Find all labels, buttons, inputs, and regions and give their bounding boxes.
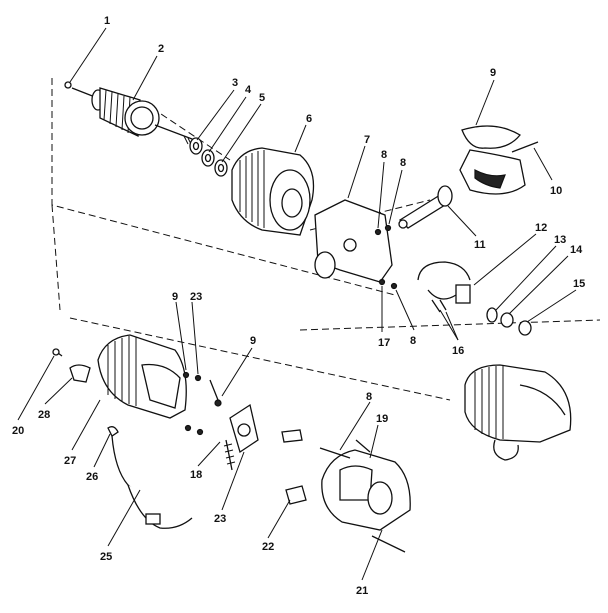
- callout-11: 10: [550, 185, 562, 197]
- part-9-ball-lower-2: [196, 428, 204, 436]
- part-10-guard-cap: [459, 125, 526, 195]
- callout-8b: 17: [378, 337, 390, 349]
- part-7-end-bracket: [314, 199, 393, 283]
- part-3-washer: [189, 137, 203, 155]
- part-17-lead-wires: [431, 299, 447, 313]
- assembly-guide-lines: [51, 78, 601, 401]
- callout-13: 12: [535, 222, 547, 234]
- callout-10: 9: [490, 67, 496, 79]
- part-9-ball-a: [384, 224, 392, 232]
- part-9-ball-b: [390, 282, 398, 290]
- callout-6: 6: [306, 113, 312, 125]
- callout-9: 8: [400, 157, 406, 169]
- part-27-switch-knob: [69, 364, 91, 383]
- part-25-strain-relief: [107, 426, 119, 437]
- part-23-spring-upper: [209, 379, 222, 407]
- callout-9b: 8: [410, 335, 416, 347]
- callout-17: 16: [452, 345, 464, 357]
- part-24-power-cord: [111, 435, 193, 529]
- part-8-ball-a: [374, 228, 382, 236]
- part-14-bushing: [486, 307, 498, 323]
- callout-27: 28: [38, 409, 50, 421]
- part-9-ball-lower: [194, 374, 202, 382]
- callout-8c: 9: [172, 291, 178, 303]
- part-21-brush-holder-a: [281, 429, 303, 443]
- callout-labels: 1 2 3 4 5 6 7 8 8 9 10 11 12 13 14 15 16…: [12, 15, 585, 597]
- part-2-armature: [71, 87, 201, 148]
- callout-8: 8: [381, 149, 387, 161]
- assembled-motor-view: [464, 364, 572, 461]
- part-26-field-housing: [97, 334, 187, 419]
- part-23-spring-lower: [223, 439, 236, 471]
- part-13-switch: [417, 261, 471, 304]
- callout-12: 11: [474, 239, 486, 251]
- part-15-clip: [500, 312, 514, 328]
- callout-16: 15: [573, 278, 585, 290]
- part-12-drive-shaft: [398, 185, 453, 229]
- callout-9c: 23: [190, 291, 202, 303]
- part-4-washer: [201, 149, 215, 167]
- part-8-ball-b: [378, 278, 386, 286]
- part-8-ball-lower-2: [184, 424, 192, 432]
- part-11-screw: [511, 141, 539, 153]
- part-16-washer: [518, 320, 532, 336]
- callout-20: 21: [356, 585, 368, 597]
- part-22-brush-plate: [229, 403, 259, 454]
- part-1-bearing-ball: [64, 81, 72, 89]
- callout-7: 7: [364, 134, 370, 146]
- part-21-brush-holder-b: [285, 485, 307, 505]
- callout-23a: 9: [250, 335, 256, 347]
- callout-22: 23: [214, 513, 226, 525]
- callout-15: 14: [570, 244, 583, 256]
- callout-4: 4: [245, 84, 252, 96]
- callout-14: 13: [554, 234, 566, 246]
- callout-3: 3: [232, 77, 238, 89]
- part-19-screw: [319, 447, 351, 459]
- callout-21: 22: [262, 541, 274, 553]
- callout-26: 27: [64, 455, 76, 467]
- part-20-screw: [371, 535, 406, 553]
- callout-1: 1: [104, 15, 110, 27]
- leader-lines: [17, 27, 577, 581]
- callout-5: 5: [259, 92, 265, 104]
- part-28-screw: [52, 348, 63, 357]
- callout-2: 2: [158, 43, 164, 55]
- part-5-washer: [214, 159, 228, 177]
- callout-23b: 18: [190, 469, 202, 481]
- part-6-motor-housing: [231, 147, 315, 236]
- callout-25: 26: [86, 471, 98, 483]
- callout-28: 20: [12, 425, 24, 437]
- callout-18: 19: [376, 413, 388, 425]
- part-18-field-coil: [321, 439, 411, 531]
- callout-24: 25: [100, 551, 112, 563]
- callout-19: 8: [366, 391, 372, 403]
- part-8-ball-lower: [182, 371, 190, 379]
